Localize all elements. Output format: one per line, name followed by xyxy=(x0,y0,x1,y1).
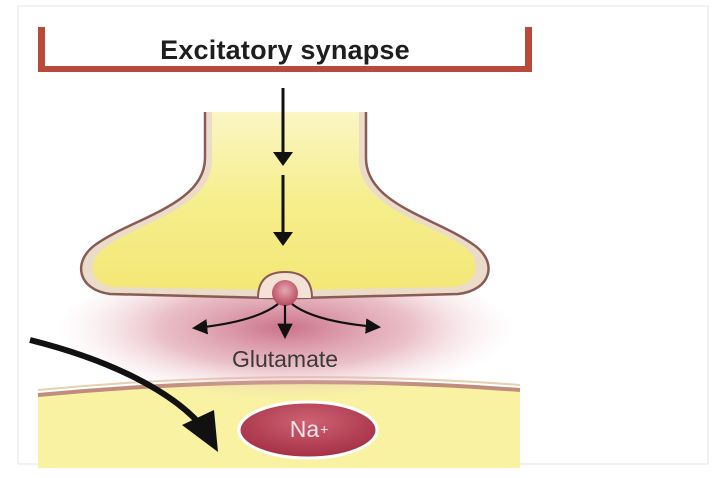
ion-label: Na+ xyxy=(240,406,378,452)
presynaptic-terminal xyxy=(81,112,488,298)
glutamate-label: Glutamate xyxy=(170,343,400,375)
ion-charge: + xyxy=(320,421,328,437)
ion-symbol: Na xyxy=(290,416,319,443)
diagram-title: Excitatory synapse xyxy=(40,30,530,70)
